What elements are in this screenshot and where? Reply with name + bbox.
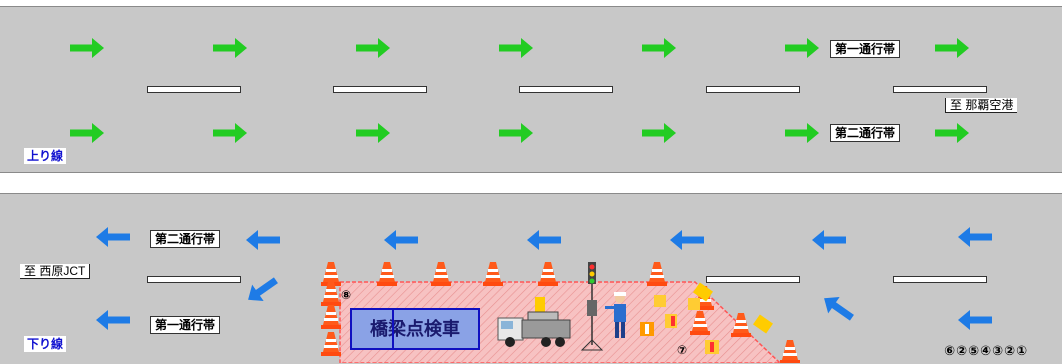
traffic-cone-icon [377, 262, 397, 286]
traffic-cone-icon [321, 305, 341, 329]
direction-label-up: 上り線 [24, 148, 67, 164]
left-arrow-icon [958, 227, 992, 247]
left-arrow-icon [527, 230, 561, 250]
right-arrow-icon [935, 123, 969, 143]
destination-label-jct: 至 西原JCT [20, 264, 91, 279]
lane-label-first: 第一通行帯 [150, 316, 221, 334]
direction-label-down: 下り線 [24, 336, 67, 352]
right-arrow-icon [785, 123, 819, 143]
right-arrow-icon [356, 38, 390, 58]
right-arrow-icon [785, 38, 819, 58]
left-arrow-icon [670, 230, 704, 250]
left-arrow-icon [96, 227, 130, 247]
lane-label-second: 第二通行帯 [830, 124, 901, 142]
traffic-cone-icon [431, 262, 451, 286]
right-arrow-icon [70, 123, 104, 143]
traffic-cone-icon [538, 262, 558, 286]
left-arrow-icon [246, 230, 280, 250]
traffic-cone-icon [780, 340, 800, 363]
left-arrow-icon [384, 230, 418, 250]
right-arrow-icon [356, 123, 390, 143]
left-arrow-icon [812, 230, 846, 250]
right-arrow-icon [935, 38, 969, 58]
arrow-board-icon [640, 295, 719, 354]
left-arrow-icon [96, 310, 130, 330]
lane-dash [893, 86, 987, 93]
right-arrow-icon [642, 38, 676, 58]
position-label-7: ⑦ [677, 343, 688, 357]
traffic-cone-icon [647, 262, 667, 286]
right-arrow-icon [642, 123, 676, 143]
traffic-light-icon [580, 262, 604, 351]
lane-dash [706, 276, 800, 283]
traffic-cone-icon [321, 332, 341, 356]
lane-dash [893, 276, 987, 283]
truck-divider [392, 308, 394, 350]
traffic-cone-icon [483, 262, 503, 286]
right-arrow-icon [213, 38, 247, 58]
destination-label-airport: 至 那覇空港 [945, 98, 1018, 113]
position-label-8: ⑧ [341, 288, 352, 302]
right-arrow-icon [70, 38, 104, 58]
right-arrow-icon [499, 123, 533, 143]
lane-dash [519, 86, 613, 93]
lane-label-first: 第一通行帯 [830, 40, 901, 58]
flagman-icon [605, 292, 626, 338]
left-arrow-icon [958, 310, 992, 330]
right-arrow-icon [499, 38, 533, 58]
lane-dash [147, 86, 241, 93]
lane-dash [706, 86, 800, 93]
right-arrow-icon [213, 123, 247, 143]
install-order: ⑥②⑤④③②① [944, 343, 1029, 358]
merge-arrow-icon [818, 290, 858, 326]
lane-dash [333, 86, 427, 93]
lane-label-second: 第二通行帯 [150, 230, 221, 248]
inspection-truck-icon [497, 311, 571, 347]
warning-sign-icon [535, 282, 773, 334]
merge-arrow-icon [242, 272, 282, 308]
lane-dash [147, 276, 241, 283]
inspection-vehicle-label: 橋梁点検車 [350, 308, 480, 350]
